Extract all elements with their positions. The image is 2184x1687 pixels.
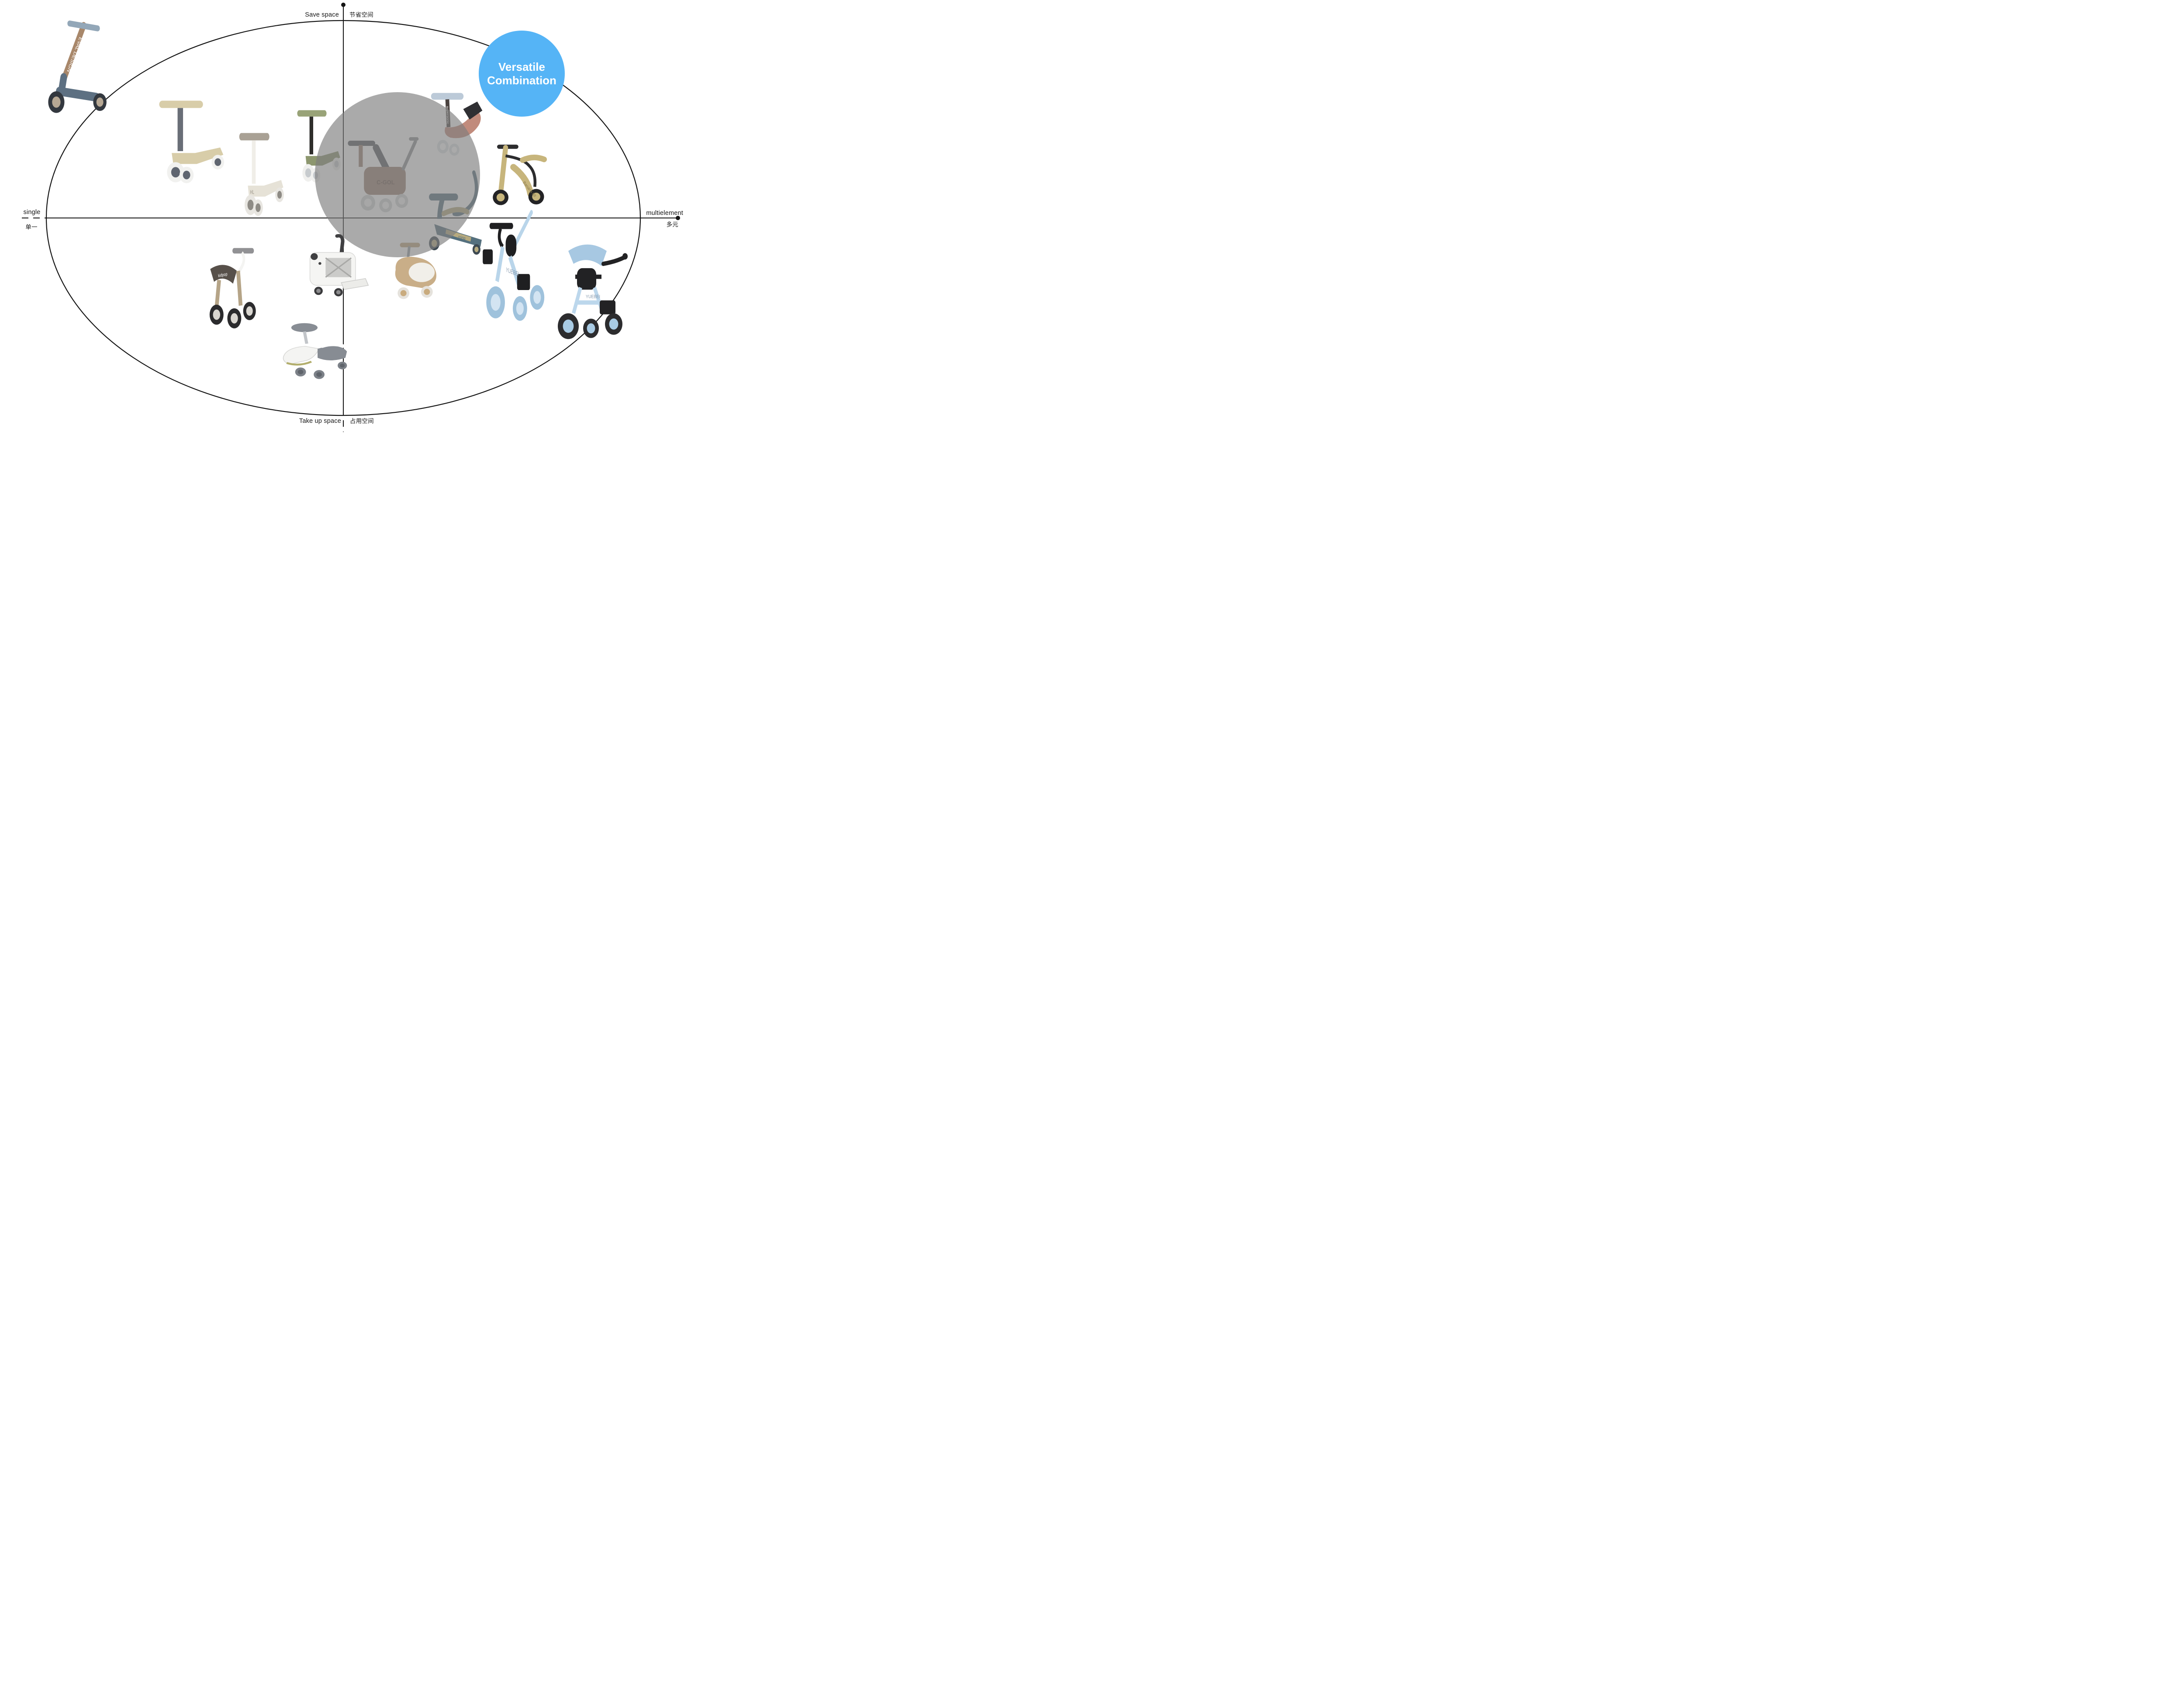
versatile-line2: Combination bbox=[487, 73, 556, 87]
axis-label-take-up-space-en: Take up space bbox=[299, 417, 341, 425]
focus-highlight-circle bbox=[315, 92, 480, 257]
axis-label-multielement-en: multielement bbox=[646, 209, 683, 217]
versatile-combination-text: Versatile Combination bbox=[487, 60, 556, 87]
product-swing-car bbox=[277, 318, 355, 382]
versatile-combination-badge: Versatile Combination bbox=[479, 31, 565, 117]
product-beige-folding-scooter bbox=[150, 96, 228, 188]
product-banana-88-folding-bike: Banana 88 bbox=[484, 138, 555, 208]
product-yuebei-push-tricycle: YUEBEI bbox=[477, 207, 549, 331]
axis-label-save-space-zh: 节省空间 bbox=[349, 11, 373, 18]
svg-text:kidpop: kidpop bbox=[218, 271, 228, 278]
versatile-line1: Versatile bbox=[498, 60, 545, 73]
axis-label-save-space-en: Save space bbox=[305, 11, 339, 18]
axis-label-single-en: single bbox=[23, 208, 41, 216]
product-dog-luggage-ride-on bbox=[301, 233, 373, 302]
svg-text:HL: HL bbox=[250, 190, 255, 195]
x-axis-end-dot bbox=[676, 216, 680, 220]
axis-label-single-zh: 单一 bbox=[25, 224, 38, 231]
svg-text:EVAL DESIGN: EVAL DESIGN bbox=[66, 36, 83, 73]
positioning-map: Save space 节省空间 Take up space 占用空间 singl… bbox=[0, 0, 685, 432]
svg-text:roinq: roinq bbox=[458, 234, 466, 241]
axis-label-take-up-space-zh: 占用空间 bbox=[350, 418, 374, 425]
product-yuebei-canopy-tricycle: YUEBEI bbox=[546, 238, 633, 346]
product-adult-kick-scooter: EVAL DESIGN bbox=[37, 17, 111, 115]
y-axis-end-dot bbox=[341, 3, 346, 7]
axis-label-multielement-zh: 多元 bbox=[666, 221, 678, 228]
svg-text:YUEBEI: YUEBEI bbox=[586, 294, 600, 300]
product-kidpop-balance-bike: kidpop bbox=[201, 240, 265, 331]
product-cream-hl-scooter: HL bbox=[233, 128, 287, 221]
